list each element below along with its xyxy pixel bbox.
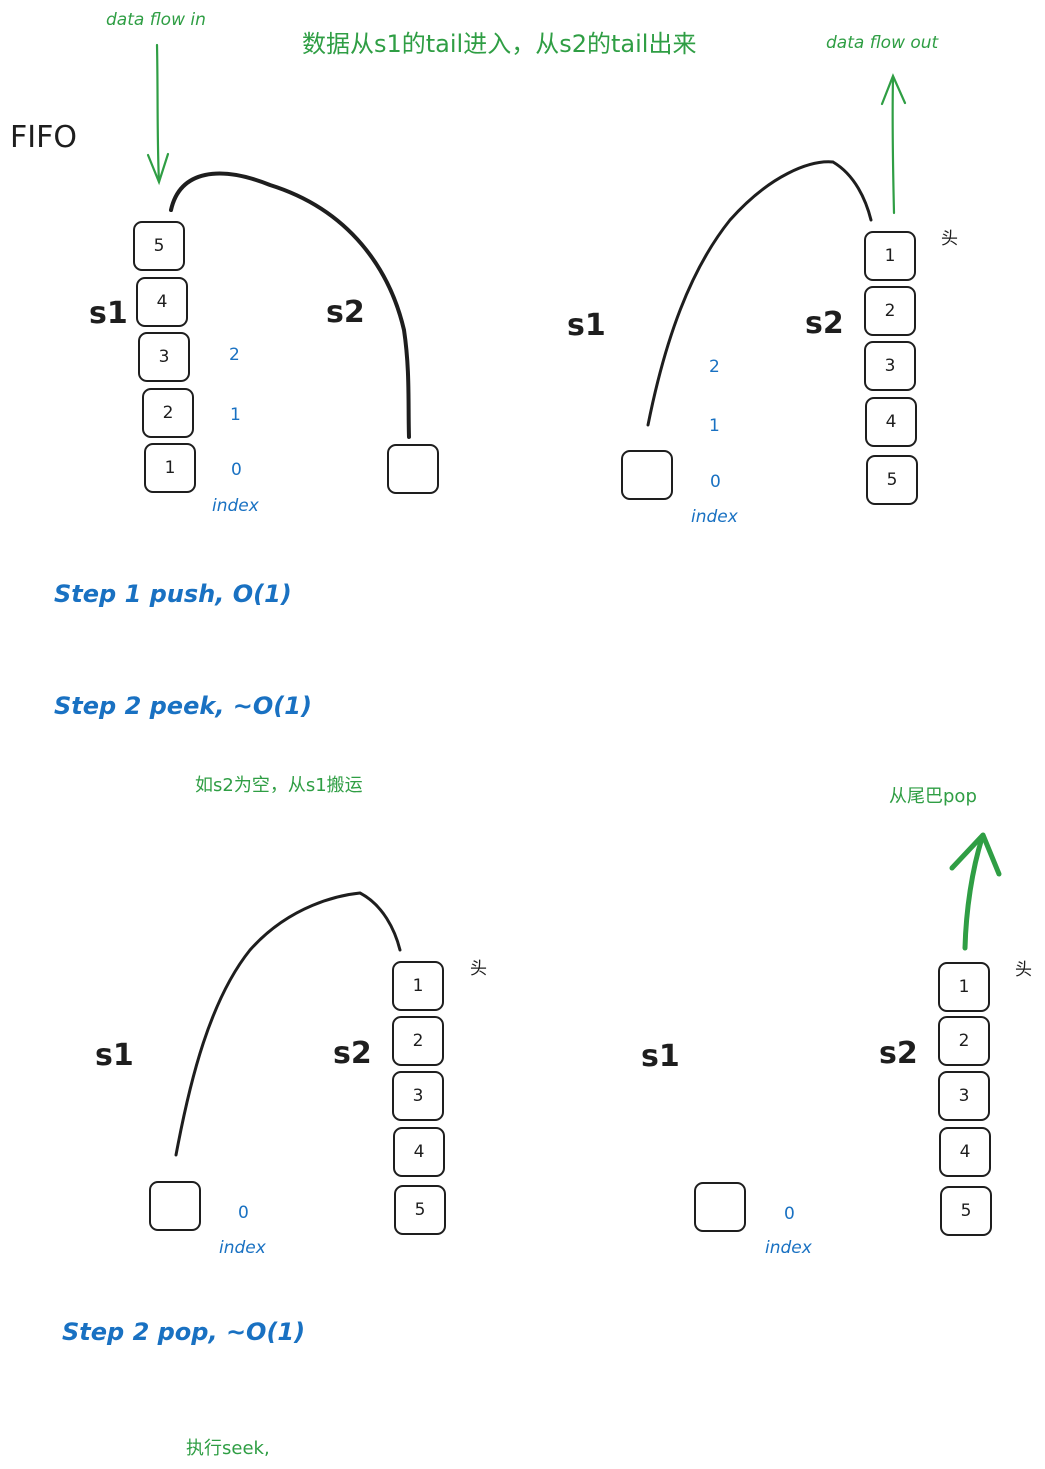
pop-note: 执行seek, (186, 1438, 270, 1459)
head-marker: 头 (470, 959, 487, 979)
stack-cell: 1 (864, 231, 916, 281)
stack-cell: 2 (864, 286, 916, 336)
flow-out-arrow (880, 73, 907, 215)
stack-cell: 5 (133, 221, 185, 271)
stack-cell: 1 (392, 961, 444, 1011)
stack-label-s2: s2 (333, 1036, 372, 1071)
step-peek-label: Step 2 peek, ~O(1) (54, 692, 312, 720)
transfer-curve-2 (646, 160, 873, 427)
stack-label-s1: s1 (641, 1039, 680, 1074)
stack-cell: 5 (940, 1186, 992, 1236)
stack-cell: 2 (392, 1016, 444, 1066)
stack-cell: 4 (393, 1127, 445, 1177)
index-value: 1 (709, 416, 720, 436)
fifo-title: FIFO (10, 120, 77, 155)
index-value: 0 (784, 1204, 795, 1224)
stack-cell: 5 (394, 1185, 446, 1235)
step-push-label: Step 1 push, O(1) (54, 580, 292, 608)
index-value: 1 (230, 405, 241, 425)
index-label: index (765, 1238, 812, 1258)
stack-cell: 4 (865, 397, 917, 447)
stack-label-s2: s2 (326, 295, 365, 330)
empty-stack-cell (149, 1181, 201, 1231)
head-marker: 头 (1015, 960, 1032, 980)
stack-cell: 1 (938, 962, 990, 1012)
stack-cell: 3 (138, 332, 190, 382)
index-label: index (219, 1238, 266, 1258)
flow-in-arrow (146, 43, 170, 186)
index-value: 0 (231, 460, 242, 480)
index-label: index (212, 496, 259, 516)
stack-cell: 2 (142, 388, 194, 438)
transfer-curve-1 (169, 171, 411, 439)
empty-stack-cell (621, 450, 673, 500)
empty-stack-cell (694, 1182, 746, 1232)
flow-out-label: data flow out (826, 33, 939, 53)
stack-cell: 3 (938, 1071, 990, 1121)
transfer-curve-3 (174, 891, 402, 1157)
index-value: 2 (229, 345, 240, 365)
stack-cell: 4 (939, 1127, 991, 1177)
stack-cell: 5 (866, 455, 918, 505)
stack-label-s1: s1 (567, 308, 606, 343)
stack-label-s1: s1 (95, 1038, 134, 1073)
stack-cell: 3 (392, 1071, 444, 1121)
pop-from-tail-note: 从尾巴pop (889, 786, 977, 807)
empty-stack-cell (387, 444, 439, 494)
stack-label-s2: s2 (879, 1036, 918, 1071)
description-text: 数据从s1的tail进入，从s2的tail出来 (302, 30, 697, 58)
index-value: 0 (238, 1203, 249, 1223)
peek-note: 如s2为空，从s1搬运 (195, 775, 363, 796)
step-pop-label: Step 2 pop, ~O(1) (62, 1318, 306, 1346)
head-marker: 头 (941, 229, 958, 249)
stack-cell: 4 (136, 277, 188, 327)
stack-cell: 1 (144, 443, 196, 493)
index-value: 2 (709, 357, 720, 377)
flow-in-label: data flow in (106, 10, 206, 30)
stack-cell: 3 (864, 341, 916, 391)
pop-arrow (949, 832, 1002, 951)
stack-label-s2: s2 (805, 306, 844, 341)
stack-label-s1: s1 (89, 296, 128, 331)
stack-cell: 2 (938, 1016, 990, 1066)
index-value: 0 (710, 472, 721, 492)
index-label: index (691, 507, 738, 527)
